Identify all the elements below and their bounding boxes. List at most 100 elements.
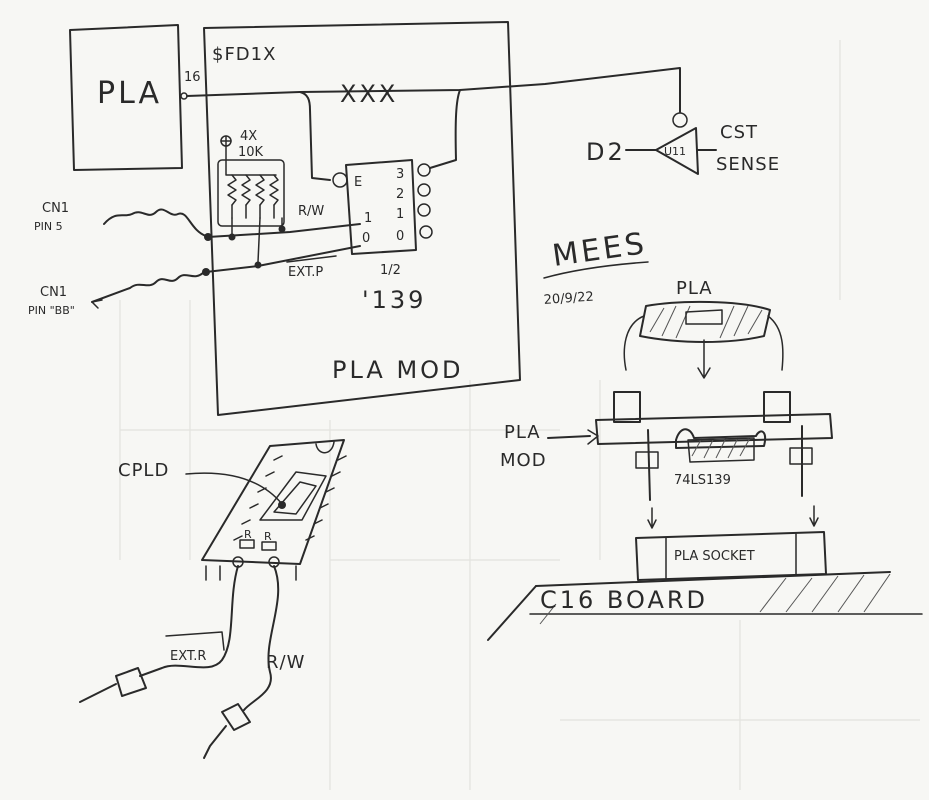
pin-left xyxy=(647,429,651,501)
pin-row-right xyxy=(305,455,347,541)
resistor-mark-1: R xyxy=(244,528,252,541)
u11-gate xyxy=(655,127,699,175)
stack-sketch: PLA PLA MOD 74LS139 xyxy=(487,278,923,641)
board-label: C16 BOARD xyxy=(540,586,708,614)
stack-pla-label: PLA xyxy=(676,278,713,299)
decoder-chip xyxy=(345,159,417,255)
output-bubble xyxy=(417,203,431,217)
board-edge xyxy=(487,585,537,641)
chip-fraction: 1/2 xyxy=(380,263,401,278)
schematic: PLA 16 $FD1X XXX 4X 10K R/W xyxy=(28,21,780,416)
header-pins xyxy=(205,565,297,581)
chip-pin-1-out: 1 xyxy=(396,207,404,222)
node-dot xyxy=(254,261,262,269)
signature-date: 20/9/22 xyxy=(543,290,594,308)
ic-socket-outline xyxy=(675,428,766,449)
arrow-icon xyxy=(91,299,103,309)
resistor-label-value: 10K xyxy=(238,145,264,160)
board-surface xyxy=(535,571,891,587)
extr-label: EXT.R xyxy=(170,649,206,664)
chip-name: '139 xyxy=(362,286,426,314)
pla-chip-notch xyxy=(685,309,723,325)
address-label: $FD1X xyxy=(212,44,276,65)
resistor-label-count: 4X xyxy=(240,129,257,144)
pla-mod-outline xyxy=(203,21,521,416)
chip-pin-e: E xyxy=(354,175,362,190)
output-bubble xyxy=(419,225,433,239)
cn1-b-pin: PIN "BB" xyxy=(28,304,75,317)
output-trace xyxy=(429,89,461,169)
output-bubble xyxy=(417,183,431,197)
gate-label: U11 xyxy=(664,145,686,158)
cpld-chip-die xyxy=(273,481,317,515)
pullup-resistors: 4X 10K xyxy=(217,129,285,263)
resistor-mark-2: R xyxy=(264,530,272,543)
pla-label: PLA xyxy=(97,76,162,111)
board-hatching xyxy=(539,573,891,625)
cpld-board xyxy=(201,439,345,565)
cst-label: CST xyxy=(720,122,758,143)
pla-mod-suffix: MOD xyxy=(500,450,547,471)
cpld-pointer xyxy=(185,472,283,505)
extp-trace xyxy=(205,245,361,273)
chip-pin-3: 3 xyxy=(396,167,404,182)
node-dot xyxy=(204,233,212,241)
gate-bubble xyxy=(672,112,688,128)
board-notch xyxy=(315,441,335,454)
rw-wire xyxy=(243,565,280,711)
node-dot xyxy=(278,225,286,233)
ic-label: 74LS139 xyxy=(674,473,731,488)
pla-chip-outline xyxy=(639,300,771,343)
enable-bubble xyxy=(332,172,348,188)
cn1-pin5-wire xyxy=(103,208,207,237)
enable-trace xyxy=(299,91,331,181)
pin-header-left xyxy=(635,451,659,469)
cpld-dot xyxy=(278,501,286,509)
standoff-left xyxy=(613,391,641,423)
cpld-sketch: CPLD R R EXT.R R/W xyxy=(79,439,347,759)
output-bubble xyxy=(417,163,431,177)
rw-trace xyxy=(207,223,361,238)
probe-lead xyxy=(79,683,117,703)
pla-block xyxy=(69,24,183,171)
probe-lead xyxy=(203,725,227,759)
standoff-right xyxy=(763,391,791,423)
rw-cable-label: R/W xyxy=(266,652,305,673)
74ls139-chip xyxy=(687,437,755,463)
extr-wire xyxy=(139,565,239,677)
extr-label-bracket xyxy=(165,631,225,651)
module-title: PLA MOD xyxy=(332,356,464,384)
resistor-icon xyxy=(261,541,277,551)
d2-label: D2 xyxy=(586,138,626,166)
signature: MEES 20/9/22 xyxy=(543,226,649,308)
signature-underline xyxy=(543,261,649,279)
pla-leg-right xyxy=(767,315,784,371)
rw-label: R/W xyxy=(298,204,324,219)
extp-label: EXT.P xyxy=(288,265,323,280)
node-dot xyxy=(202,268,210,276)
pla-mod-name: PLA xyxy=(504,422,541,443)
cut-marks: XXX xyxy=(340,80,398,108)
cpld-label: CPLD xyxy=(118,460,169,481)
pin-number: 16 xyxy=(184,70,201,85)
probe-clip-icon xyxy=(115,667,147,697)
resistor-icon xyxy=(239,539,255,549)
address-trace xyxy=(186,67,681,113)
pin-row-left xyxy=(233,455,283,541)
chip-pin-1-in: 1 xyxy=(364,211,372,226)
cn1-pinbb-wire xyxy=(91,271,205,303)
pla-mod-pointer xyxy=(547,435,591,439)
chip-pin-0-in: 0 xyxy=(362,231,370,246)
chip-pin-2: 2 xyxy=(396,187,404,202)
down-arrow-icon xyxy=(697,339,711,379)
sense-label: SENSE xyxy=(716,154,780,175)
pla-leg-left xyxy=(623,315,645,371)
resistor-network-box xyxy=(217,159,285,227)
cn1-a-name: CN1 xyxy=(42,201,69,216)
probe-clip-icon xyxy=(221,703,251,731)
chip-pin-0-out: 0 xyxy=(396,229,404,244)
cpld-chip xyxy=(259,471,327,521)
pla-mod-board xyxy=(595,413,833,445)
